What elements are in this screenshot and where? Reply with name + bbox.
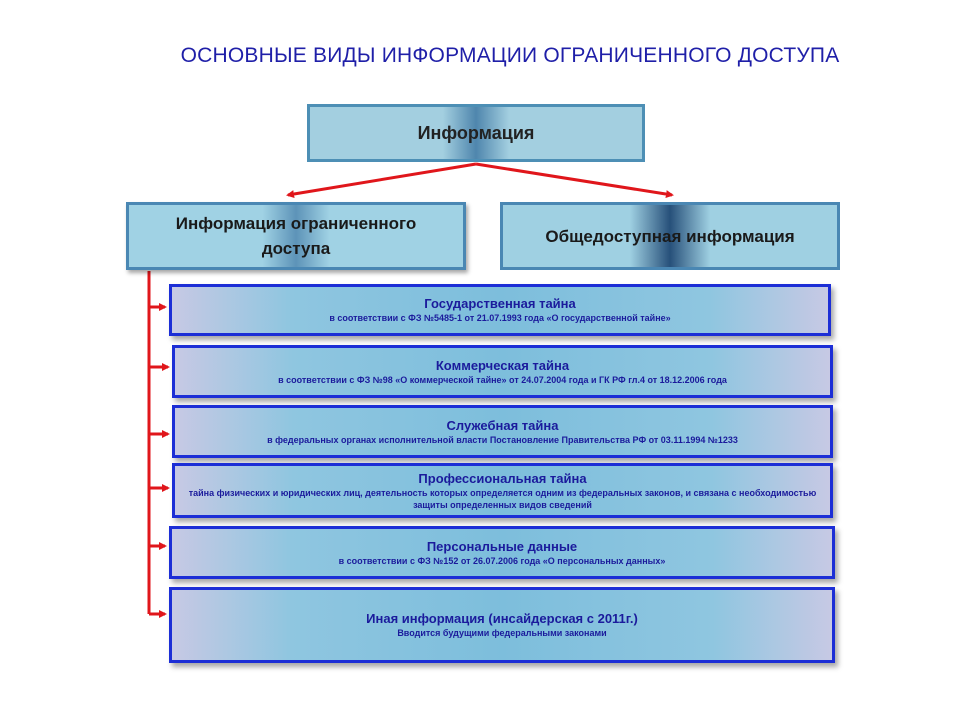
item-title: Профессиональная тайна [418, 470, 587, 486]
public-info-label: Общедоступная информация [545, 226, 795, 246]
restricted-info-node: Информация ограниченного доступа [126, 202, 466, 270]
item-title: Персональные данные [426, 538, 578, 554]
item-commercial-secret: Коммерческая тайна в соответствии с ФЗ №… [172, 345, 833, 398]
item-subtitle: Вводится будущими федеральными законами [397, 628, 607, 638]
item-official-secret: Служебная тайна в федеральных органах ис… [172, 405, 833, 458]
item-subtitle: тайна физических и юридических лиц, деят… [188, 487, 817, 510]
item-subtitle: в соответствии с ФЗ №152 от 26.07.2006 г… [338, 555, 666, 566]
item-subtitle: в соответствии с ФЗ №5485-1 от 21.07.199… [329, 313, 671, 323]
item-subtitle: в федеральных органах исполнительной вла… [267, 434, 738, 445]
item-title: Государственная тайна [424, 296, 576, 311]
arrow-to-public [475, 162, 674, 199]
item-title: Служебная тайна [446, 417, 559, 433]
root-node: Информация [307, 104, 645, 162]
public-info-node: Общедоступная информация [500, 202, 840, 270]
item-title: Иная информация (инсайдерская с 2011г.) [366, 611, 638, 626]
item-subtitle: в соответствии с ФЗ №98 «О коммерческой … [278, 374, 727, 385]
item-professional-secret: Профессиональная тайна тайна физических … [172, 463, 833, 518]
root-node-label: Информация [417, 122, 535, 143]
item-title: Коммерческая тайна [435, 357, 570, 373]
item-state-secret: Государственная тайна в соответствии с Ф… [169, 284, 831, 336]
item-other-information: Иная информация (инсайдерская с 2011г.) … [169, 587, 835, 663]
restricted-info-label: Информация ограниченного доступа [175, 214, 417, 258]
arrow-to-restricted [286, 162, 477, 198]
item-personal-data: Персональные данные в соответствии с ФЗ … [169, 526, 835, 579]
diagram-title: ОСНОВНЫЕ ВИДЫ ИНФОРМАЦИИ ОГРАНИЧЕННОГО Д… [180, 44, 840, 67]
